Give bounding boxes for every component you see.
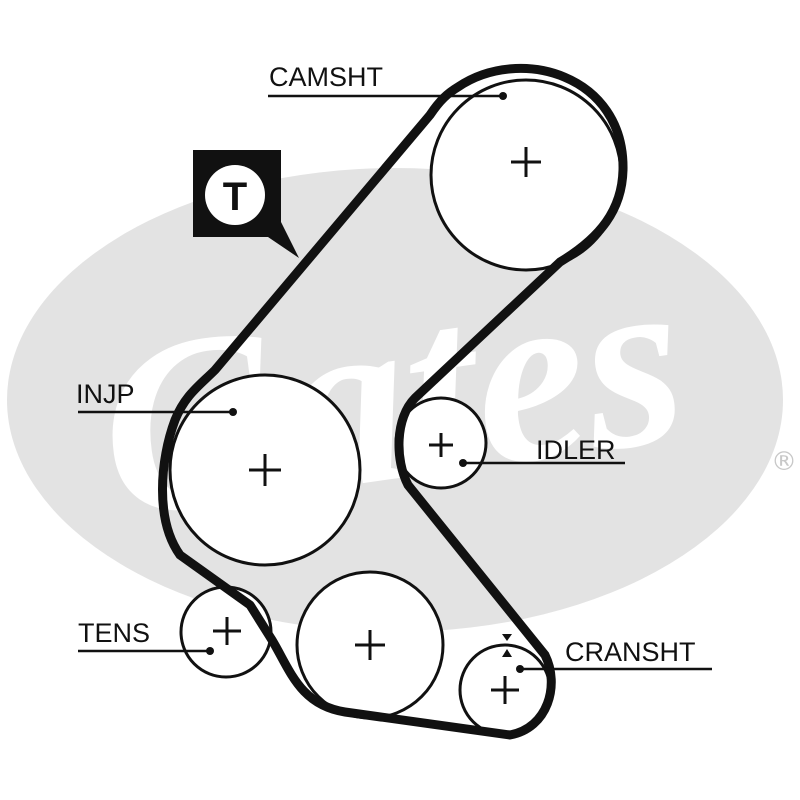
pulley-center-marks: [213, 147, 541, 704]
label-camshaft: CAMSHT: [269, 62, 383, 92]
label-tensioner: TENS: [78, 618, 150, 648]
label-crankshaft: CRANSHT: [565, 637, 696, 667]
timing-belt-badge-icon: T: [193, 150, 299, 258]
leader-lines: [78, 94, 712, 671]
logo-registered-mark: ®: [771, 447, 797, 477]
crankshaft-timing-mark-icon: [502, 634, 512, 657]
badge-letter: T: [223, 175, 247, 219]
timing-belt: [158, 63, 628, 740]
leader-dots: [206, 92, 524, 673]
label-injection-pump: INJP: [76, 379, 135, 409]
label-idler: IDLER: [536, 435, 616, 465]
